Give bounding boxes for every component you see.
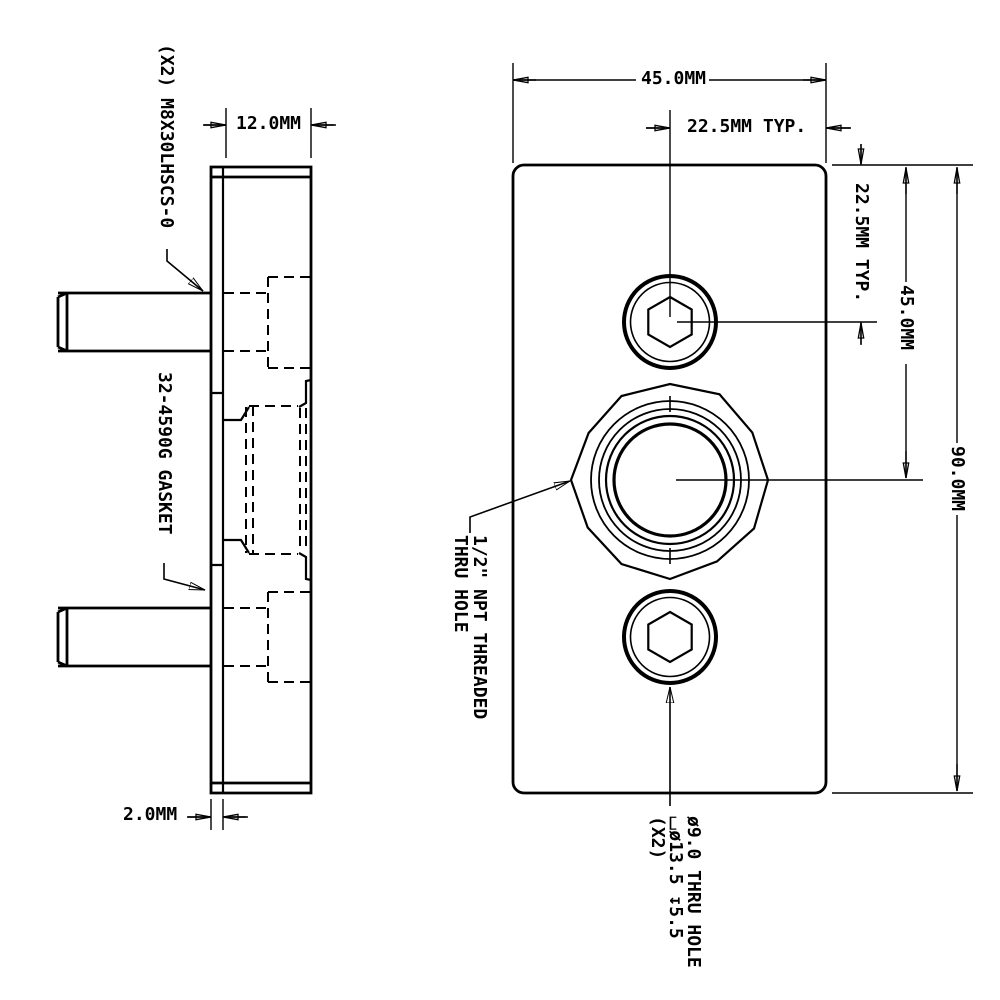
front-right-dims	[676, 144, 973, 794]
side-view	[56, 165, 313, 795]
screw-hole-callout: ø9.0 THRU HOLE ⌴ø13.5 ↧5.5 (X2)	[647, 816, 704, 968]
dimension-arrows	[188, 76, 961, 821]
hex-socket-icon	[647, 295, 693, 349]
screw-hole-callout-line1: ø9.0 THRU HOLE	[683, 816, 704, 968]
npt-center-hole	[569, 382, 770, 581]
npt-callout-line1: 1/2" NPT THREADED	[469, 535, 490, 720]
leader-lines	[163, 249, 670, 806]
npt-port-solid-edges	[211, 378, 312, 582]
gasket-thickness-dim: 2.0MM	[123, 804, 178, 825]
screw-hole-callout-line2: ⌴ø13.5 ↧5.5	[665, 816, 686, 939]
side-view-dims	[187, 108, 336, 830]
hole-offset-dim-right: 22.5MM TYP.	[851, 183, 872, 303]
hole-spacing-dim-top: 22.5MM TYP.	[687, 116, 807, 137]
side-view-outline	[209, 165, 313, 795]
gasket-label: 32-4590G GASKET	[154, 372, 175, 535]
gasket-hole-ring	[569, 382, 770, 581]
screws-label: (X2) M8X30LHSCS-0	[156, 44, 177, 229]
npt-callout-line2: THRU HOLE	[450, 535, 471, 633]
screw-hole-callout-line3: (X2)	[647, 816, 668, 860]
hidden-counterbores-and-threads	[224, 276, 311, 683]
plate-width-dim: 45.0MM	[641, 68, 707, 89]
gasket-leader	[163, 563, 205, 591]
screw-shafts	[56, 291, 211, 668]
center-offset-dim-right: 45.0MM	[896, 285, 917, 351]
screws-leader	[166, 249, 204, 292]
bottom-screw-hole	[622, 589, 718, 685]
plate-height-dim: 90.0MM	[947, 446, 968, 512]
plate-thickness-dim: 12.0MM	[236, 113, 302, 134]
npt-callout: 1/2" NPT THREADED THRU HOLE	[450, 535, 490, 720]
npt-leader	[469, 480, 570, 533]
hex-socket-icon	[647, 610, 693, 664]
